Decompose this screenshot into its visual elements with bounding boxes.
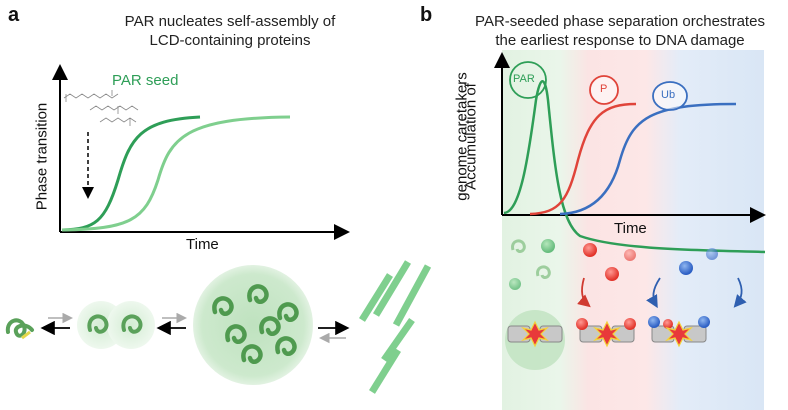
panel-b-x-axis-label: Time (614, 220, 647, 237)
par-chemical-structure-icon (63, 90, 139, 126)
dna-lesion-site-1 (507, 320, 563, 348)
free-protein-2 (536, 265, 551, 280)
panel-b-title-line2: the earliest response to DNA damage (495, 32, 745, 49)
free-blue-ball-2 (706, 248, 718, 260)
panel-a-title-line2: LCD-containing proteins (149, 32, 311, 49)
par-curve (503, 80, 766, 254)
free-protein-1 (511, 239, 526, 254)
panel-a-y-axis-label: Phase transition (33, 102, 51, 211)
panel-a-x-axis-label: Time (186, 236, 219, 253)
free-green-ball-1 (541, 239, 555, 253)
panel-b-y-axis-label-line2: genome caretakers (453, 72, 471, 201)
panel-a-letter: a (8, 4, 20, 26)
panel-b-title-line1: PAR-seeded phase separation orchestrates (475, 13, 765, 30)
dna-break-star-icon (521, 320, 549, 348)
lcd-protein-monomer-tip (21, 330, 31, 340)
blue-recruit-arrow-right (733, 277, 747, 308)
unseeded-curve (61, 115, 291, 232)
par-seed-label: PAR seed (112, 72, 179, 89)
small-droplet-right (107, 301, 155, 349)
free-red-ball-2 (605, 267, 619, 281)
free-red-ball-1 (583, 243, 597, 257)
blue-recruit-arrow-left (646, 277, 661, 309)
par-curve-label: PAR (513, 73, 535, 85)
dna-lesion-site-3 (648, 316, 710, 348)
large-droplet-proteins (212, 284, 299, 364)
seeded-curve (61, 115, 201, 232)
lcd-protein-monomer (5, 318, 34, 338)
ub-curve-label-circle (652, 81, 688, 111)
free-blue-ball-1 (679, 261, 693, 275)
red-recruit-arrow (577, 277, 591, 308)
large-droplet (193, 265, 313, 385)
panel-a-graph (52, 64, 350, 240)
par-curve-label-circle (509, 61, 547, 99)
p-curve-label: P (600, 83, 608, 95)
panel-b-letter: b (420, 4, 433, 26)
panel-a-title-line1: PAR nucleates self-assembly of (124, 13, 336, 30)
p-curve-label-circle (589, 75, 619, 105)
p-curve (529, 102, 637, 216)
droplet-protein-2 (121, 314, 143, 334)
free-green-ball-2 (509, 278, 521, 290)
amyloid-fibrils (359, 260, 432, 394)
dna-break-star-icon (593, 320, 621, 348)
dna-lesion-site-2 (576, 318, 636, 348)
free-red-ball-3 (624, 249, 636, 261)
panel-b-illustrations (505, 239, 747, 370)
dna-break-star-icon (665, 320, 693, 348)
ub-curve-label: Ub (661, 89, 676, 101)
droplet-protein-1 (87, 314, 109, 334)
panel-a-assembly-row (5, 260, 432, 394)
panel-b-graph (494, 52, 766, 254)
